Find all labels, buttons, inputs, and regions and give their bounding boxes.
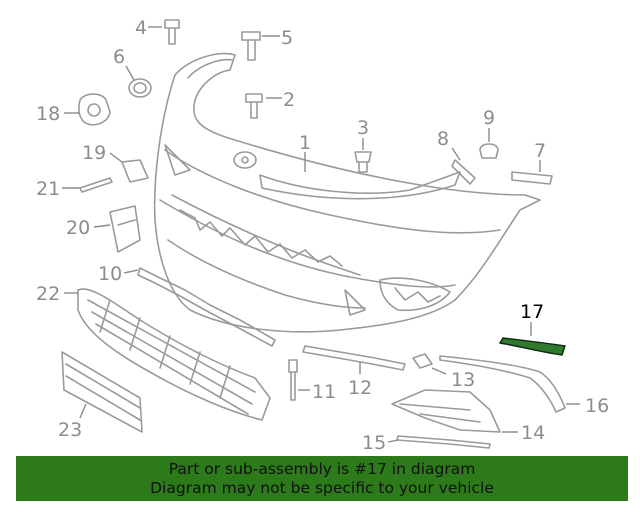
callout-18: 18 [36, 103, 60, 125]
grille-23-part [61, 351, 143, 433]
parts-diagram: 1 2 3 4 5 6 7 8 9 10 11 12 13 14 15 16 1… [36, 17, 609, 454]
grille-22-part [77, 288, 271, 421]
banner-line-1: Part or sub-assembly is #17 in diagram [168, 460, 476, 478]
callout-3: 3 [357, 117, 369, 139]
strip-21-part [79, 177, 113, 193]
callout-13: 13 [451, 369, 475, 391]
strip-15-part [396, 435, 491, 449]
banner-line-2: Diagram may not be specific to your vehi… [150, 479, 494, 497]
callout-5: 5 [281, 27, 293, 49]
bracket-7-part [511, 171, 553, 185]
callout-4: 4 [135, 17, 147, 39]
nut-13-part [412, 353, 433, 369]
callout-8: 8 [437, 128, 449, 150]
trim-17-part [498, 337, 566, 356]
strip-10-part [137, 267, 276, 347]
duct-14-part [391, 389, 501, 433]
clip-3-part [354, 151, 372, 173]
leader-lines [62, 26, 580, 443]
callout-9: 9 [483, 107, 495, 129]
callout-22: 22 [36, 283, 60, 305]
callout-21: 21 [36, 178, 60, 200]
callout-11: 11 [312, 381, 336, 403]
bumper-cover-part [153, 52, 541, 333]
info-banner: Part or sub-assembly is #17 in diagram D… [16, 456, 628, 501]
callout-20: 20 [66, 217, 90, 239]
bracket-19-part [121, 159, 149, 183]
trim-16-part [439, 355, 566, 413]
bracket-20-part [109, 205, 141, 253]
callout-2: 2 [283, 89, 295, 111]
bolt-5-part [241, 31, 261, 61]
callout-23: 23 [58, 419, 82, 441]
bolt-4-part [164, 19, 180, 45]
sensor-18-part [78, 93, 111, 126]
callout-12: 12 [348, 377, 372, 399]
callout-19: 19 [82, 142, 106, 164]
bolt-2-part [245, 93, 263, 119]
callout-14: 14 [521, 422, 545, 444]
callout-15: 15 [362, 432, 386, 454]
strip-12-part [302, 345, 406, 371]
plug-9-part [479, 143, 499, 159]
callout-16: 16 [585, 395, 609, 417]
callout-10: 10 [98, 263, 122, 285]
callout-7: 7 [534, 140, 546, 162]
callout-17: 17 [520, 301, 544, 323]
callout-6: 6 [113, 46, 125, 68]
callout-labels: 1 2 3 4 5 6 7 8 9 10 11 12 13 14 15 16 1… [36, 17, 609, 454]
bolt-11-part [288, 359, 298, 401]
callout-1: 1 [299, 132, 311, 154]
seal-8-part [451, 159, 476, 185]
plug-6-part [128, 78, 152, 98]
